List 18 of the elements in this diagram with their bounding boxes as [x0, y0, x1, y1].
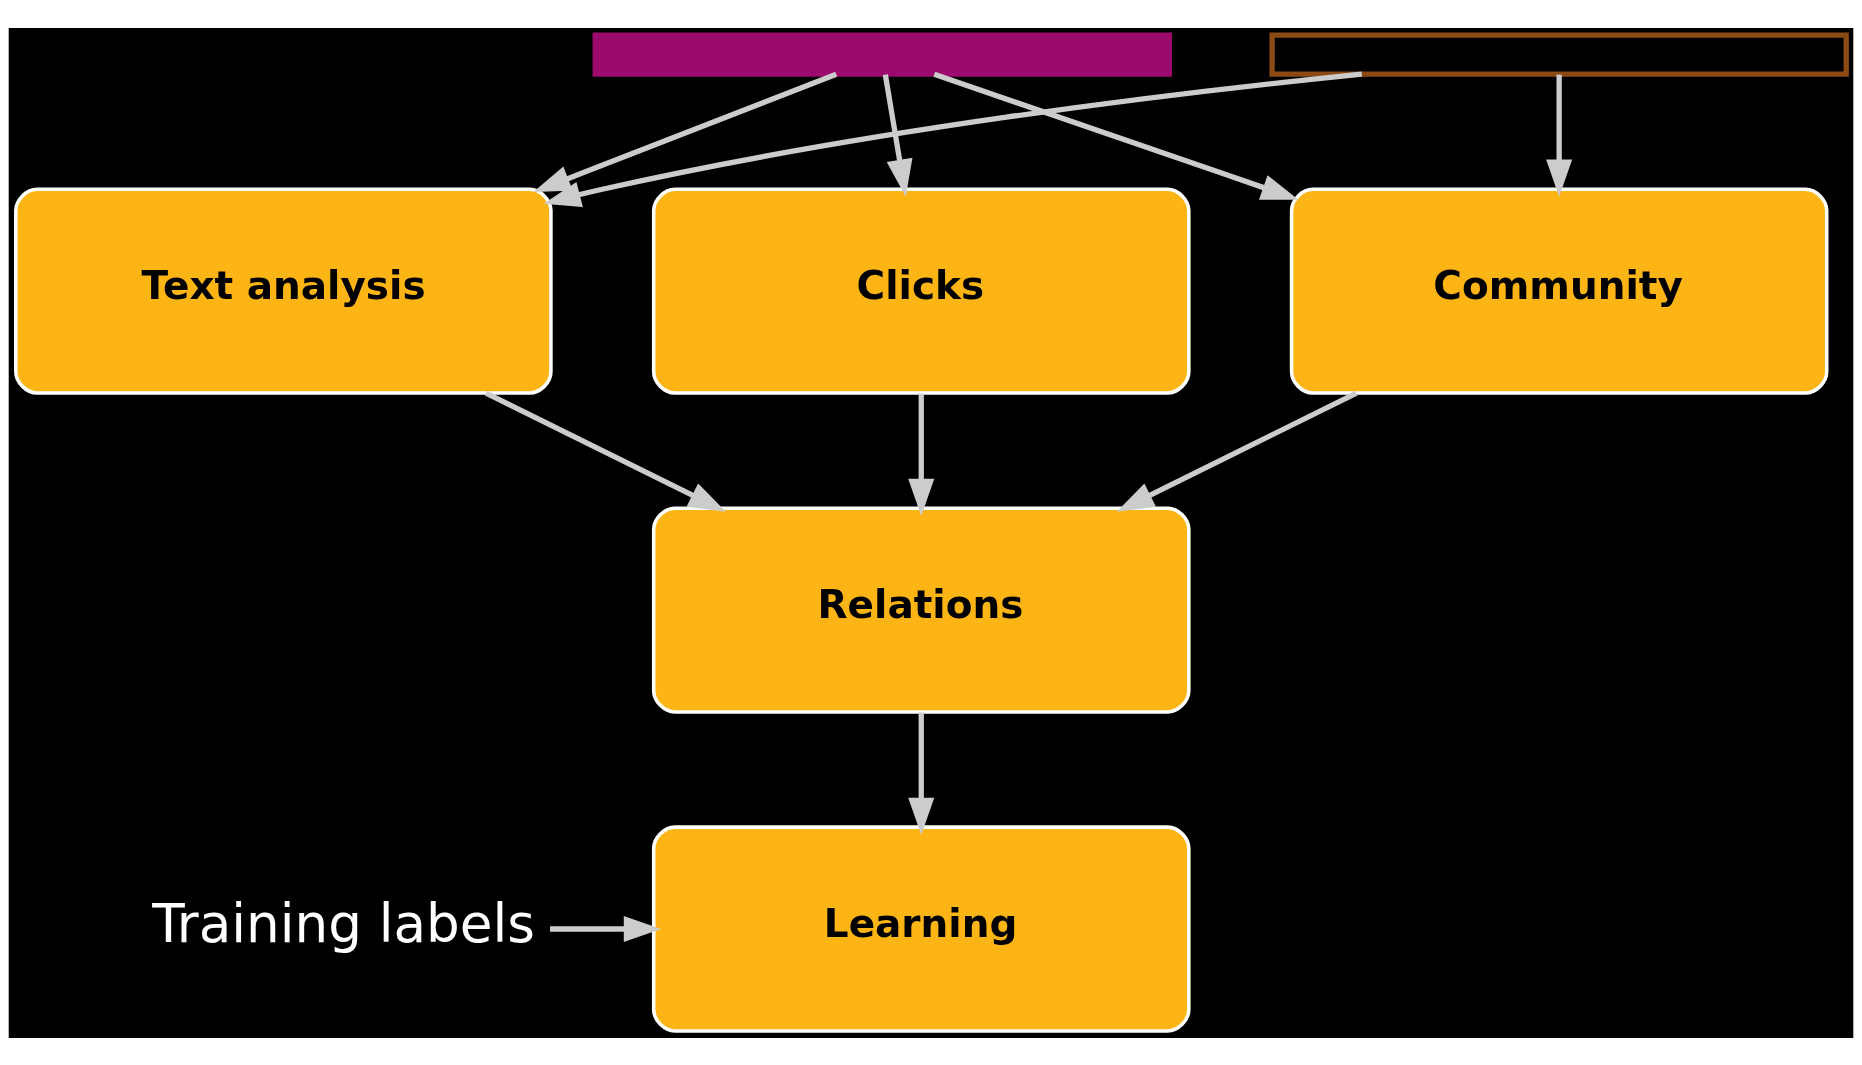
node-text: Training labels	[152, 892, 535, 955]
arrow	[533, 71, 838, 192]
arrow	[550, 915, 662, 942]
arrow	[908, 393, 935, 516]
arrow	[882, 73, 913, 197]
node-box	[1269, 31, 1849, 77]
arrow	[484, 390, 726, 512]
arrow	[1116, 390, 1358, 512]
node-box: Text analysis	[14, 187, 553, 395]
arrow	[933, 71, 1299, 200]
node-box: Learning	[651, 824, 1191, 1033]
node-box: Clicks	[651, 187, 1191, 395]
node-box	[592, 31, 1172, 77]
node-box: Relations	[651, 505, 1191, 714]
arrow	[1546, 74, 1573, 197]
arrow	[543, 70, 1363, 207]
arrow	[908, 712, 935, 835]
node-box: Community	[1289, 187, 1829, 395]
